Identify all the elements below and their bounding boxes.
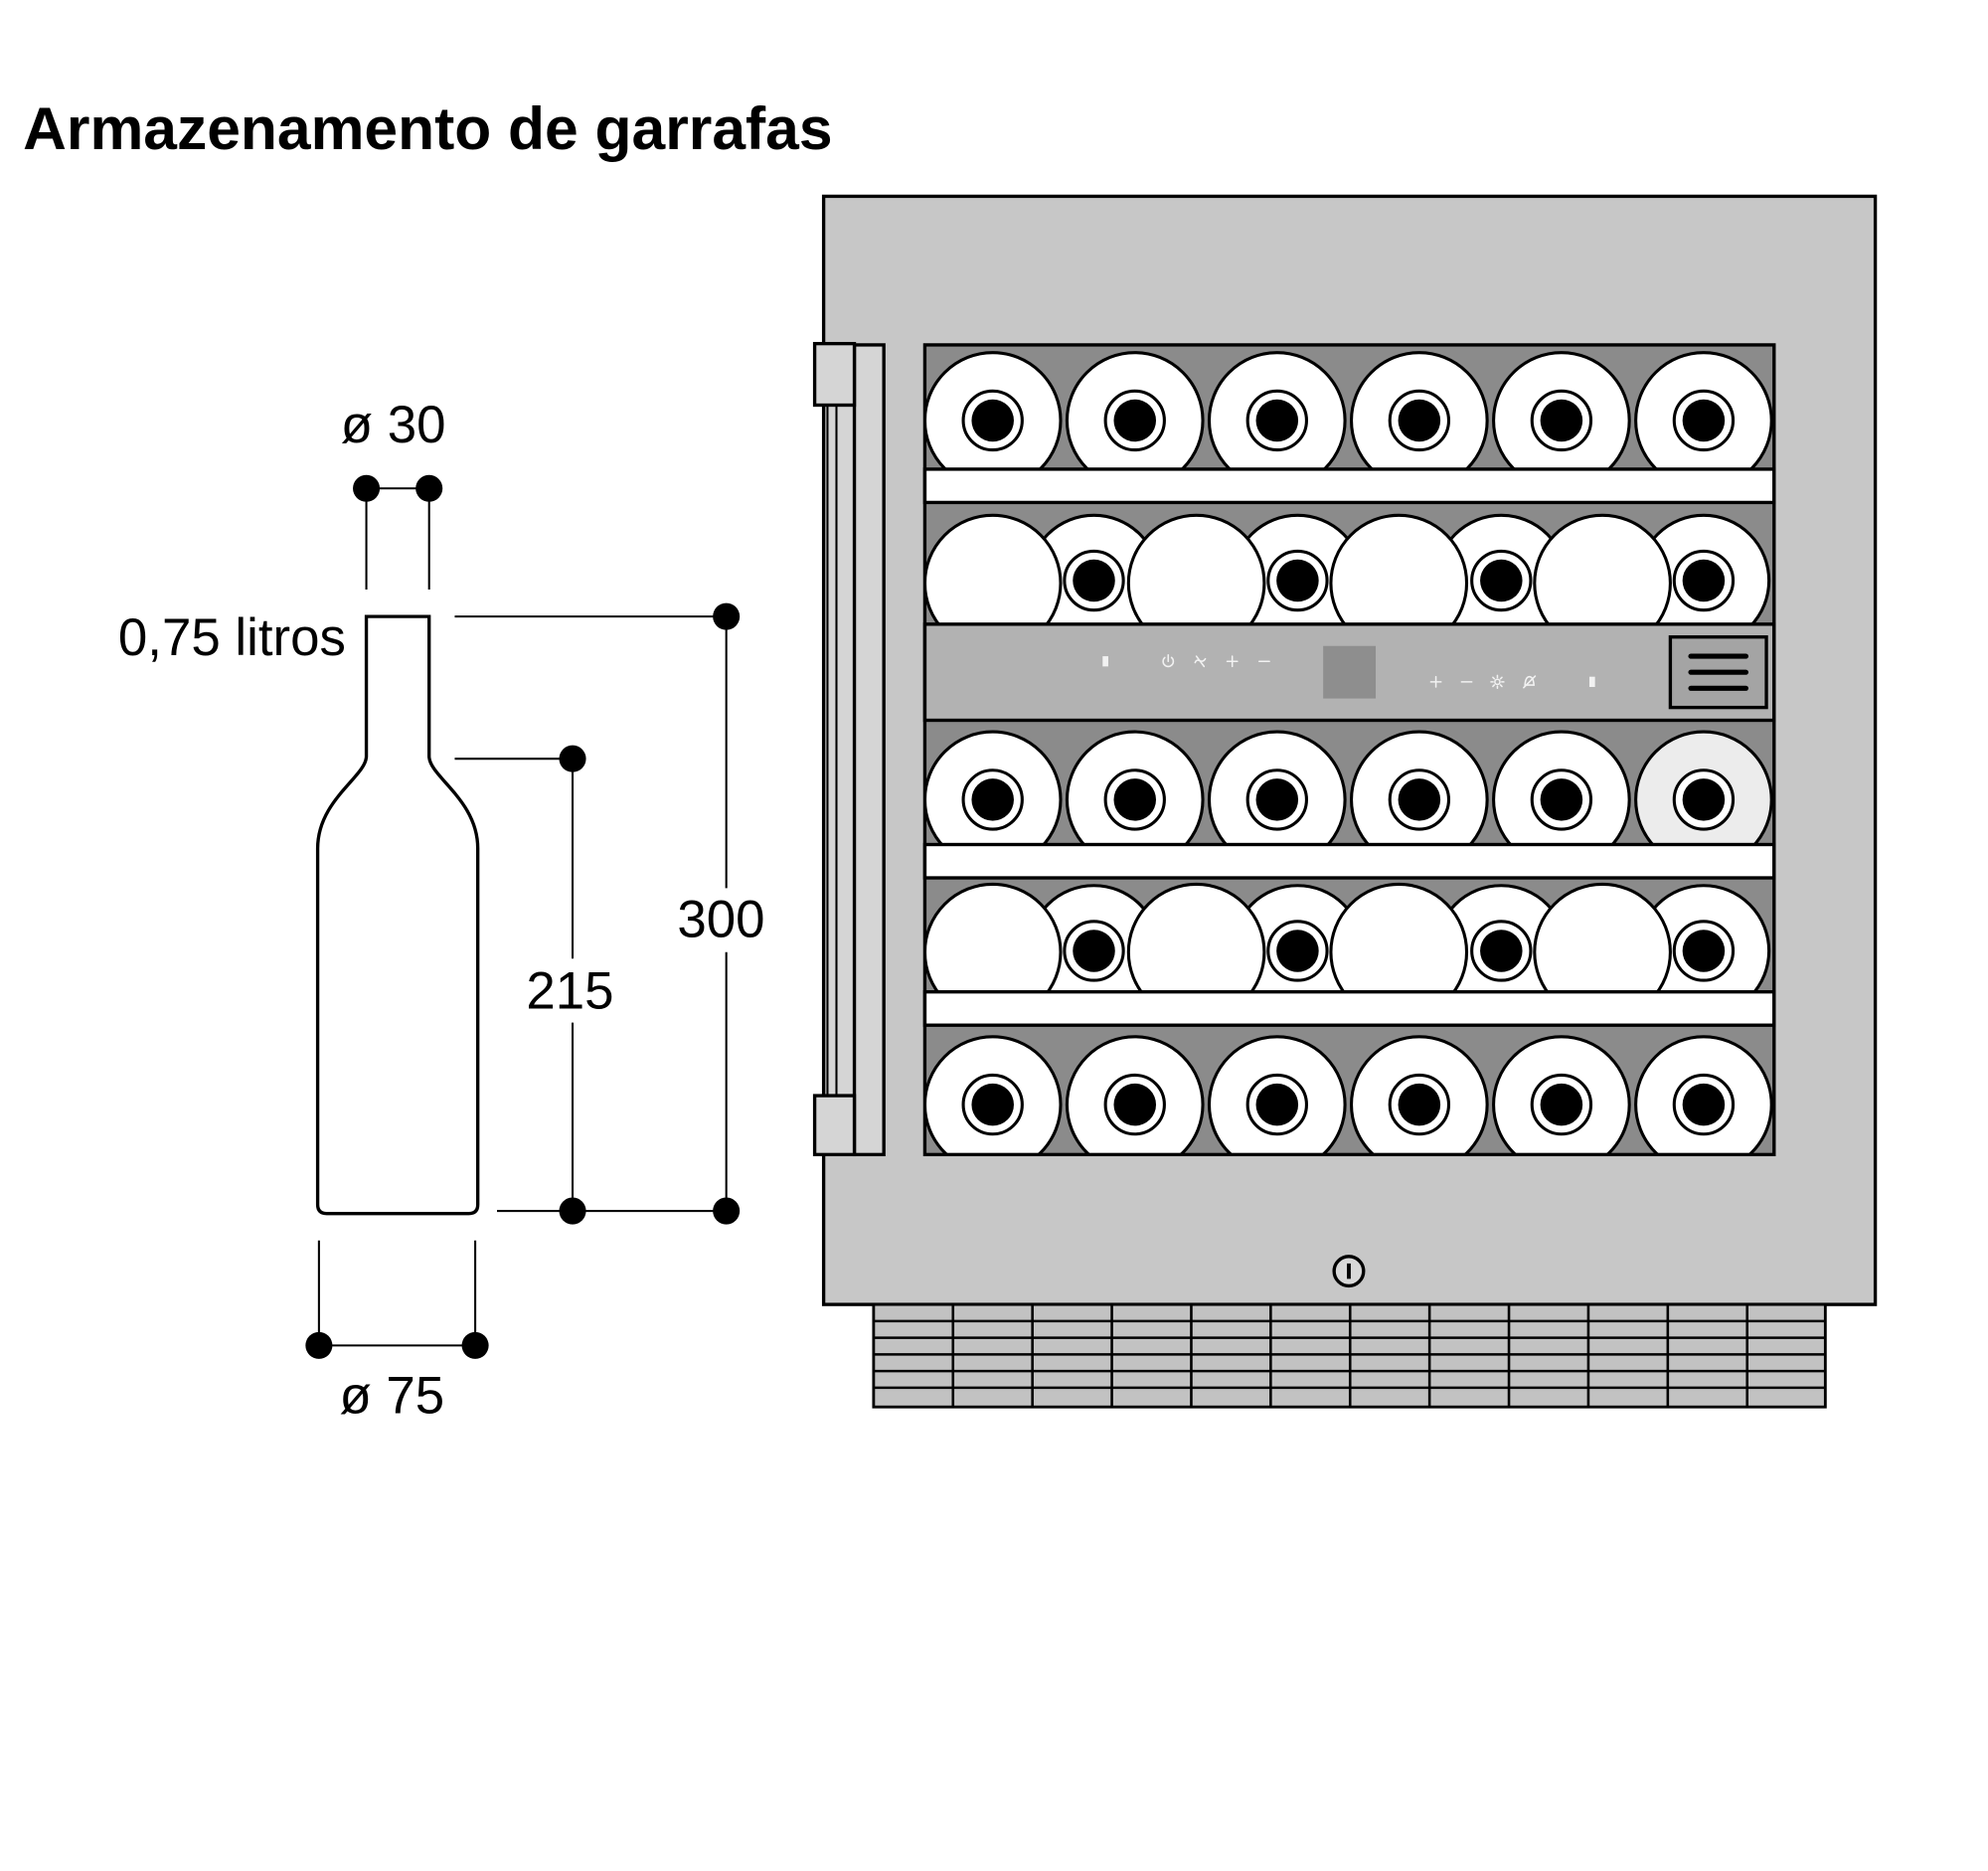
- bottle-icon: [1588, 676, 1595, 687]
- fan-icon: [1194, 655, 1207, 668]
- wine-bottle-base: [1636, 513, 1771, 648]
- bottle-punt: [1540, 399, 1583, 442]
- handle-bar: [852, 343, 886, 1157]
- wine-bottle-base: [924, 1035, 1063, 1155]
- bottle-punt: [1276, 559, 1319, 602]
- neck-diameter-dimension: [353, 474, 443, 591]
- bottle-punt: [1398, 1083, 1441, 1126]
- bottle-punt: [1113, 1083, 1157, 1126]
- bottle-punt: [1682, 399, 1726, 442]
- wine-bottle-base: [1065, 1035, 1205, 1155]
- wine-bottle-base: [1434, 513, 1569, 648]
- dimension-dot: [415, 474, 443, 502]
- dimension-dot: [559, 745, 586, 772]
- control-panel: [922, 622, 1776, 723]
- bottle-punt: [1540, 1083, 1583, 1126]
- shelf-front: [922, 990, 1776, 1027]
- power-icon: [1162, 654, 1175, 668]
- menu-button: [1668, 635, 1768, 710]
- bottle-punt: [1682, 1083, 1726, 1126]
- dimension-dot: [559, 1197, 586, 1225]
- wine-bottle-base: [1350, 1035, 1489, 1155]
- handle-bar-back: [826, 404, 856, 1098]
- bottle-icon: [1102, 656, 1108, 667]
- bottle-punt: [1682, 930, 1726, 972]
- bottle-punt: [1073, 559, 1115, 602]
- neck-diameter-label: ø 30: [341, 396, 446, 454]
- left-zone-controls: [1102, 654, 1270, 668]
- bottle-punt: [1073, 930, 1115, 972]
- wine-bottle-base: [1634, 351, 1773, 490]
- ventilation-grille: [872, 1302, 1827, 1409]
- wine-bottle-base: [924, 730, 1063, 870]
- bottle-punt: [971, 778, 1014, 821]
- alarm-off-icon: [1523, 675, 1537, 689]
- body-diameter-label: ø 75: [339, 1367, 444, 1426]
- menu-icon: [1688, 653, 1749, 691]
- dimension-dot: [353, 474, 381, 502]
- bottle-punt: [1398, 399, 1441, 442]
- dimension-dot: [713, 602, 741, 630]
- handle-bottom-mount: [812, 1094, 857, 1157]
- bottle-height-dimension: [454, 602, 741, 1225]
- bottle-punt: [1682, 778, 1726, 821]
- bottle-rack: [924, 351, 1773, 1155]
- glass-window-border: [922, 343, 1776, 1157]
- bottle-dimension-drawing: ø 30 0,75 litros 300: [118, 396, 765, 1426]
- page-title: Armazenamento de garrafas: [23, 94, 832, 162]
- glass-window: [924, 344, 1774, 1155]
- wine-bottle-base: [1065, 351, 1205, 490]
- bottle-punt: [1276, 930, 1319, 972]
- door-handle: [812, 341, 886, 1157]
- shelf-front: [922, 842, 1776, 880]
- bottle-punt: [971, 399, 1014, 442]
- wine-bottle-base: [1634, 1035, 1773, 1155]
- wine-bottle-base: [1065, 730, 1205, 870]
- wine-bottle-base: [1492, 351, 1631, 490]
- wine-bottle-base: [1434, 884, 1569, 1018]
- bottle-punt: [1255, 778, 1299, 821]
- bottle-punt: [971, 1083, 1014, 1126]
- handle-top-mount: [812, 341, 857, 408]
- bottle-punt: [1255, 399, 1299, 442]
- bottle-punt: [1113, 778, 1157, 821]
- bottle-punt: [1540, 778, 1583, 821]
- shelf-front: [922, 467, 1776, 505]
- bottle-outline: [315, 614, 480, 1216]
- dimension-dot: [713, 1197, 741, 1225]
- wine-cooler: [812, 194, 1878, 1409]
- plus-icon: [1226, 655, 1239, 668]
- shoulder-height-label: 215: [526, 961, 613, 1020]
- bottle-punt: [1113, 399, 1157, 442]
- body-diameter-dimension: [305, 1240, 489, 1359]
- temperature-display: [1323, 645, 1377, 699]
- bottle-punt: [1480, 930, 1523, 972]
- light-icon: [1490, 674, 1505, 690]
- height-label: 300: [677, 890, 764, 948]
- wine-bottle-base: [1634, 730, 1773, 870]
- wine-bottle-base: [1207, 351, 1347, 490]
- bottle-punt: [1398, 778, 1441, 821]
- dimension-dot: [461, 1331, 489, 1359]
- wine-bottle-base: [924, 351, 1063, 490]
- dimension-dot: [305, 1331, 333, 1359]
- wine-bottle-base: [1636, 884, 1771, 1018]
- right-zone-controls: [1429, 674, 1595, 690]
- wine-bottle-base: [1349, 730, 1489, 870]
- bottle-punt: [1255, 1083, 1299, 1126]
- lock-icon: [1332, 1255, 1366, 1288]
- wine-bottle-base: [1492, 1035, 1631, 1155]
- volume-label: 0,75 litros: [118, 608, 346, 667]
- wine-bottle-base: [1027, 513, 1161, 648]
- bottle-punt: [1682, 559, 1726, 602]
- shoulder-height-dimension: [454, 745, 586, 1225]
- bottle-punt: [1480, 559, 1523, 602]
- wine-bottle-base: [1207, 1035, 1347, 1155]
- wine-bottle-base: [1027, 884, 1161, 1018]
- plus-icon: [1429, 675, 1442, 688]
- wine-bottle-base: [1349, 351, 1489, 490]
